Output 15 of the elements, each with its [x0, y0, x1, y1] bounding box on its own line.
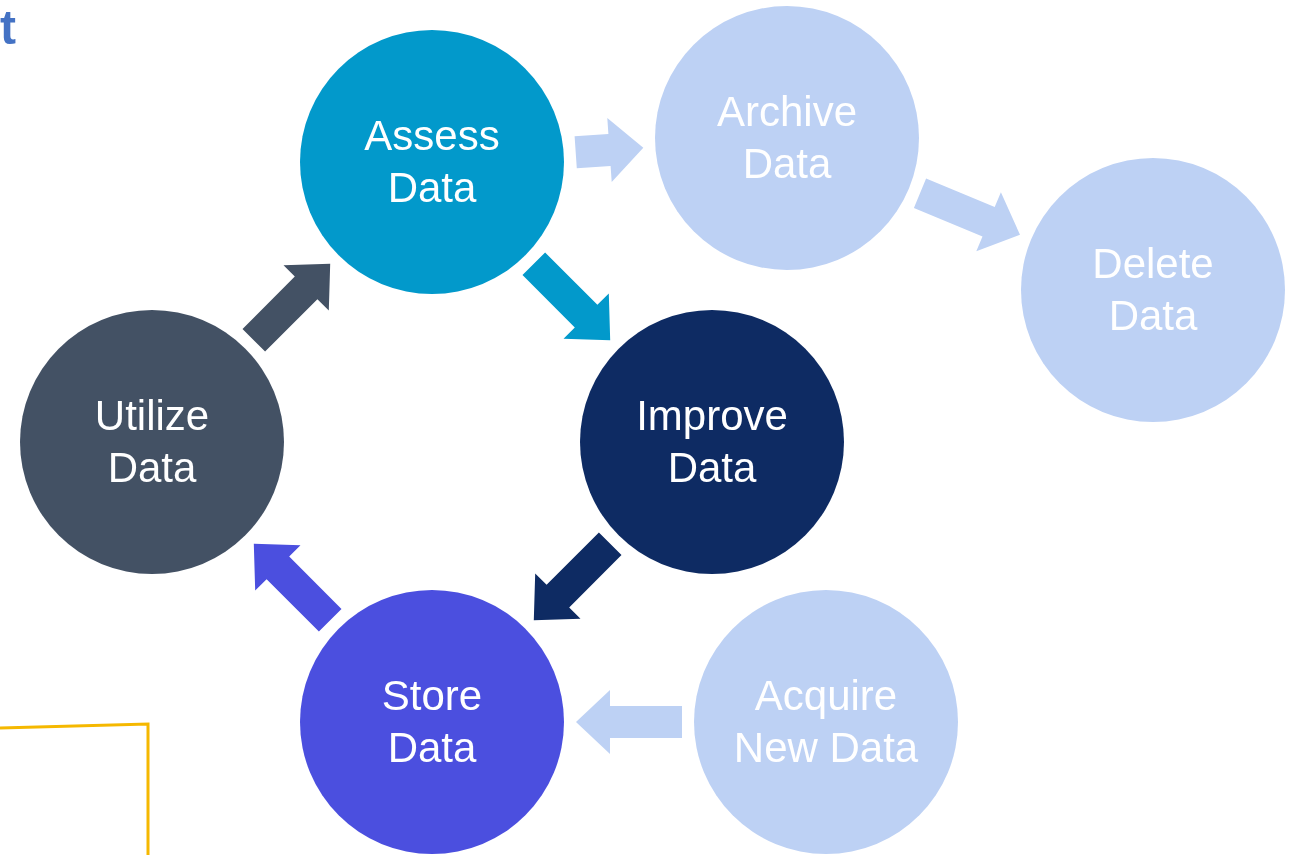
- block-arrow: [522, 252, 611, 341]
- stage-label: Delete Data: [1091, 238, 1215, 341]
- block-arrow: [913, 178, 1020, 252]
- stage-label: Acquire New Data: [732, 670, 920, 773]
- stage-label: Store Data: [380, 670, 484, 773]
- block-arrow: [574, 118, 644, 182]
- block-arrow: [242, 263, 331, 352]
- stage-label: Improve Data: [635, 390, 789, 493]
- block-arrow: [576, 690, 682, 754]
- block-arrow: [533, 532, 622, 621]
- title-fragment: t: [0, 4, 16, 52]
- stage-label: Utilize Data: [93, 390, 211, 493]
- block-arrow: [253, 543, 342, 632]
- stage-label: Assess Data: [363, 110, 501, 213]
- stage-label: Archive Data: [715, 86, 859, 189]
